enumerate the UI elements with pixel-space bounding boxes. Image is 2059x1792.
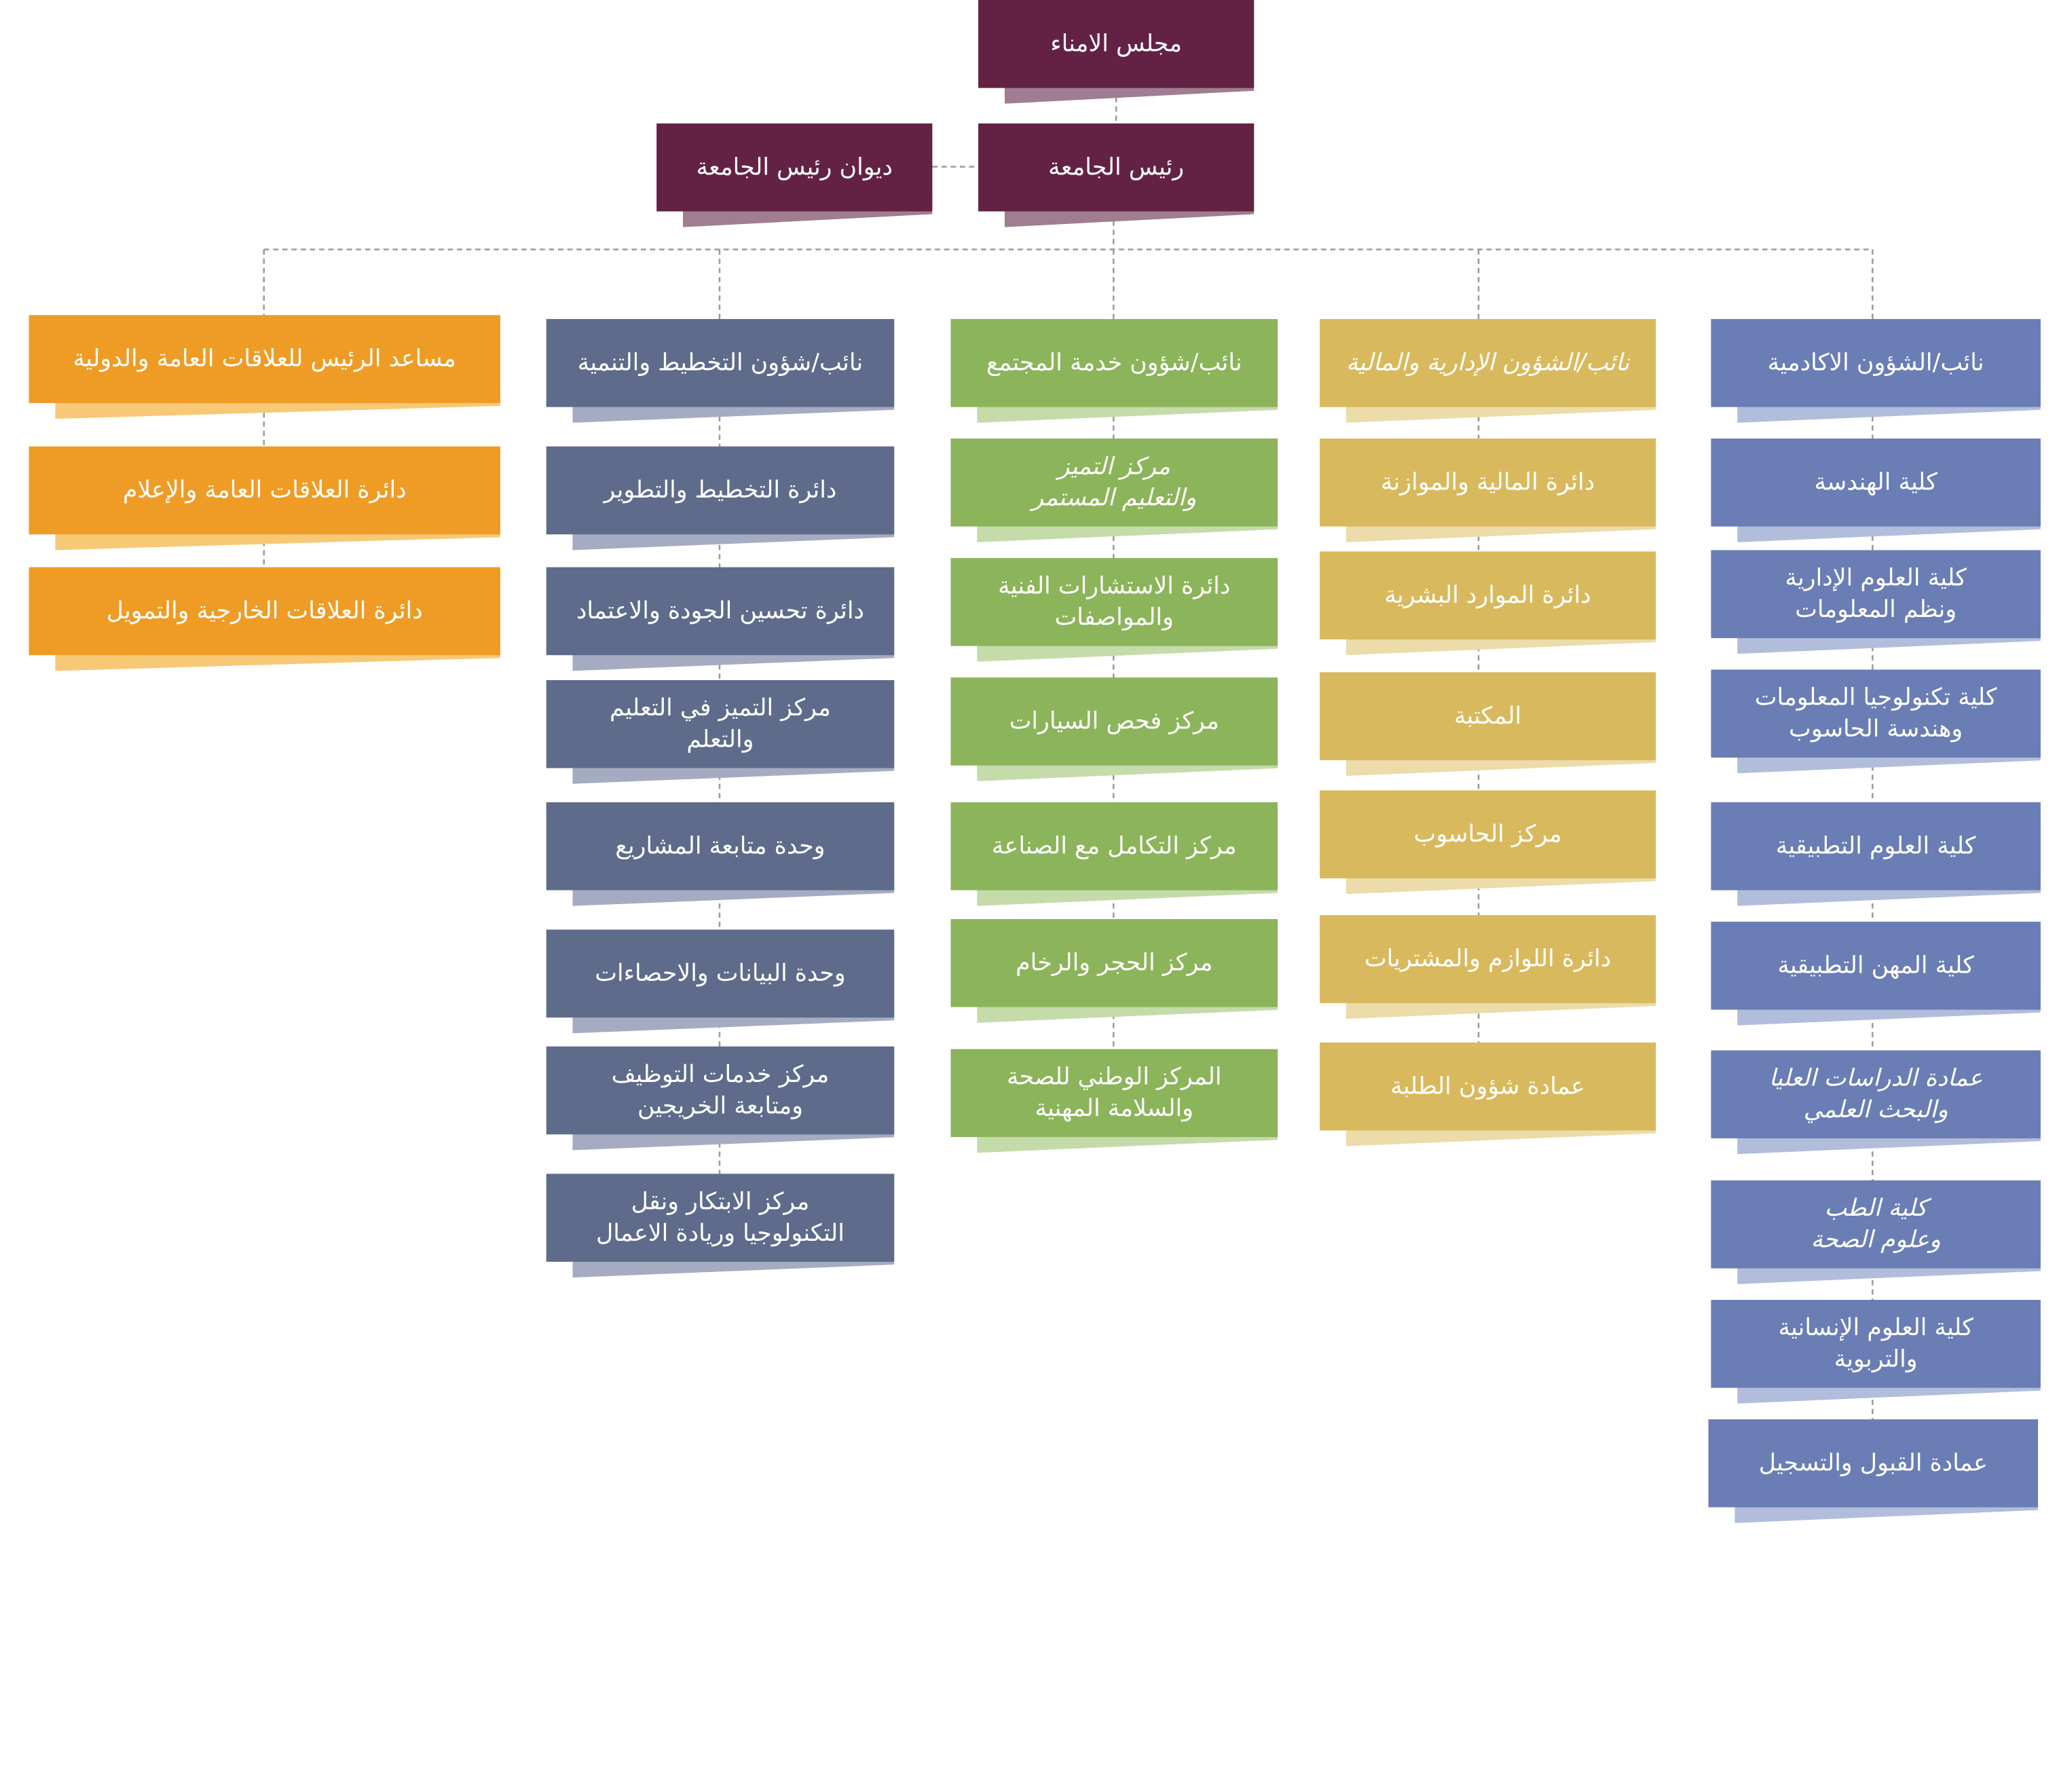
relations-unit-box: دائرة العلاقات الخارجية والتمويل bbox=[29, 567, 500, 671]
academic-affairs-head-box: نائب/الشؤون الاكادمية bbox=[1711, 319, 2041, 423]
public-relations-head-box: مساعد الرئيس للعلاقات العامة والدولية bbox=[29, 315, 500, 419]
admin-unit-box: دائرة اللوازم والمشتريات bbox=[1319, 915, 1656, 1020]
community-unit-box: مركز فحص السيارات bbox=[950, 677, 1278, 781]
relations-unit-label: دائرة العلاقات الخارجية والتمويل bbox=[106, 597, 423, 625]
president-office-box: ديوان رئيس الجامعة bbox=[656, 123, 933, 227]
admin-finance-head-box: نائب/الشؤون الإدارية والمالية bbox=[1319, 319, 1656, 423]
planning-unit-label: وحدة البيانات والاحصاءات bbox=[595, 959, 846, 988]
community-unit-label: مركز فحص السيارات bbox=[1009, 707, 1219, 735]
planning-head-box: نائب/شؤون التخطيط والتنمية bbox=[546, 319, 895, 423]
academic-unit-label: كلية الهندسة bbox=[1814, 468, 1937, 496]
community-unit-label: مركز التكامل مع الصناعة bbox=[991, 832, 1237, 860]
admin-unit-box: المكتبة bbox=[1319, 672, 1656, 777]
community-service-head-box: نائب/شؤون خدمة المجتمع bbox=[950, 319, 1278, 423]
admin-finance-head-label: نائب/الشؤون الإدارية والمالية bbox=[1346, 349, 1630, 377]
academic-unit-label: عمادة القبول والتسجيل bbox=[1758, 1449, 1988, 1477]
academic-unit-box: عمادة القبول والتسجيل bbox=[1708, 1419, 2039, 1523]
planning-unit-box: وحدة متابعة المشاريع bbox=[546, 802, 895, 906]
admin-unit-label: دائرة الموارد البشرية bbox=[1384, 581, 1591, 610]
admin-unit-label: المكتبة bbox=[1453, 702, 1522, 730]
community-unit-label: مركز الحجر والرخام bbox=[1016, 949, 1213, 977]
admin-unit-label: عمادة شؤون الطلبة bbox=[1390, 1072, 1585, 1100]
planning-head-label: نائب/شؤون التخطيط والتنمية bbox=[577, 349, 864, 377]
president-office-label: ديوان رئيس الجامعة bbox=[696, 153, 893, 181]
admin-unit-label: دائرة المالية والموازنة bbox=[1380, 468, 1595, 496]
relations-unit-label: دائرة العلاقات العامة والإعلام bbox=[122, 476, 407, 504]
board-of-trustees-box: مجلس الامناء bbox=[978, 0, 1255, 104]
planning-unit-label: دائرة تحسين الجودة والاعتماد bbox=[576, 597, 865, 625]
admin-unit-box: عمادة شؤون الطلبة bbox=[1319, 1042, 1656, 1146]
community-service-head-label: نائب/شؤون خدمة المجتمع bbox=[986, 349, 1242, 377]
planning-unit-box: دائرة تحسين الجودة والاعتماد bbox=[546, 567, 895, 671]
academic-unit-box: كلية العلوم التطبيقية bbox=[1711, 802, 2041, 906]
admin-unit-label: دائرة اللوازم والمشتريات bbox=[1364, 945, 1612, 973]
public-relations-head-label: مساعد الرئيس للعلاقات العامة والدولية bbox=[73, 345, 456, 373]
planning-unit-label: دائرة التخطيط والتطوير bbox=[604, 476, 837, 504]
admin-unit-label: مركز الحاسوب bbox=[1413, 820, 1562, 848]
academic-affairs-head-label: نائب/الشؤون الاكادمية bbox=[1767, 349, 1984, 377]
academic-unit-box: كلية الهندسة bbox=[1711, 438, 2041, 542]
academic-unit-label: كلية المهن التطبيقية bbox=[1777, 951, 1974, 979]
academic-unit-label: كلية العلوم التطبيقية bbox=[1775, 832, 1976, 860]
board-of-trustees-label: مجلس الامناء bbox=[1050, 30, 1183, 58]
planning-unit-box: دائرة التخطيط والتطوير bbox=[546, 446, 895, 550]
community-unit-box: مركز الحجر والرخام bbox=[950, 919, 1278, 1023]
planning-unit-label: وحدة متابعة المشاريع bbox=[615, 832, 826, 860]
president-box: رئيس الجامعة bbox=[978, 123, 1255, 227]
academic-unit-box: كلية المهن التطبيقية bbox=[1711, 921, 2041, 1026]
admin-unit-box: مركز الحاسوب bbox=[1319, 790, 1656, 895]
community-unit-box: مركز التكامل مع الصناعة bbox=[950, 802, 1278, 906]
admin-unit-box: دائرة الموارد البشرية bbox=[1319, 551, 1656, 656]
planning-unit-box: وحدة البيانات والاحصاءات bbox=[546, 929, 895, 1034]
relations-unit-box: دائرة العلاقات العامة والإعلام bbox=[29, 446, 500, 550]
president-label: رئيس الجامعة bbox=[1048, 153, 1185, 181]
admin-unit-box: دائرة المالية والموازنة bbox=[1319, 438, 1656, 542]
